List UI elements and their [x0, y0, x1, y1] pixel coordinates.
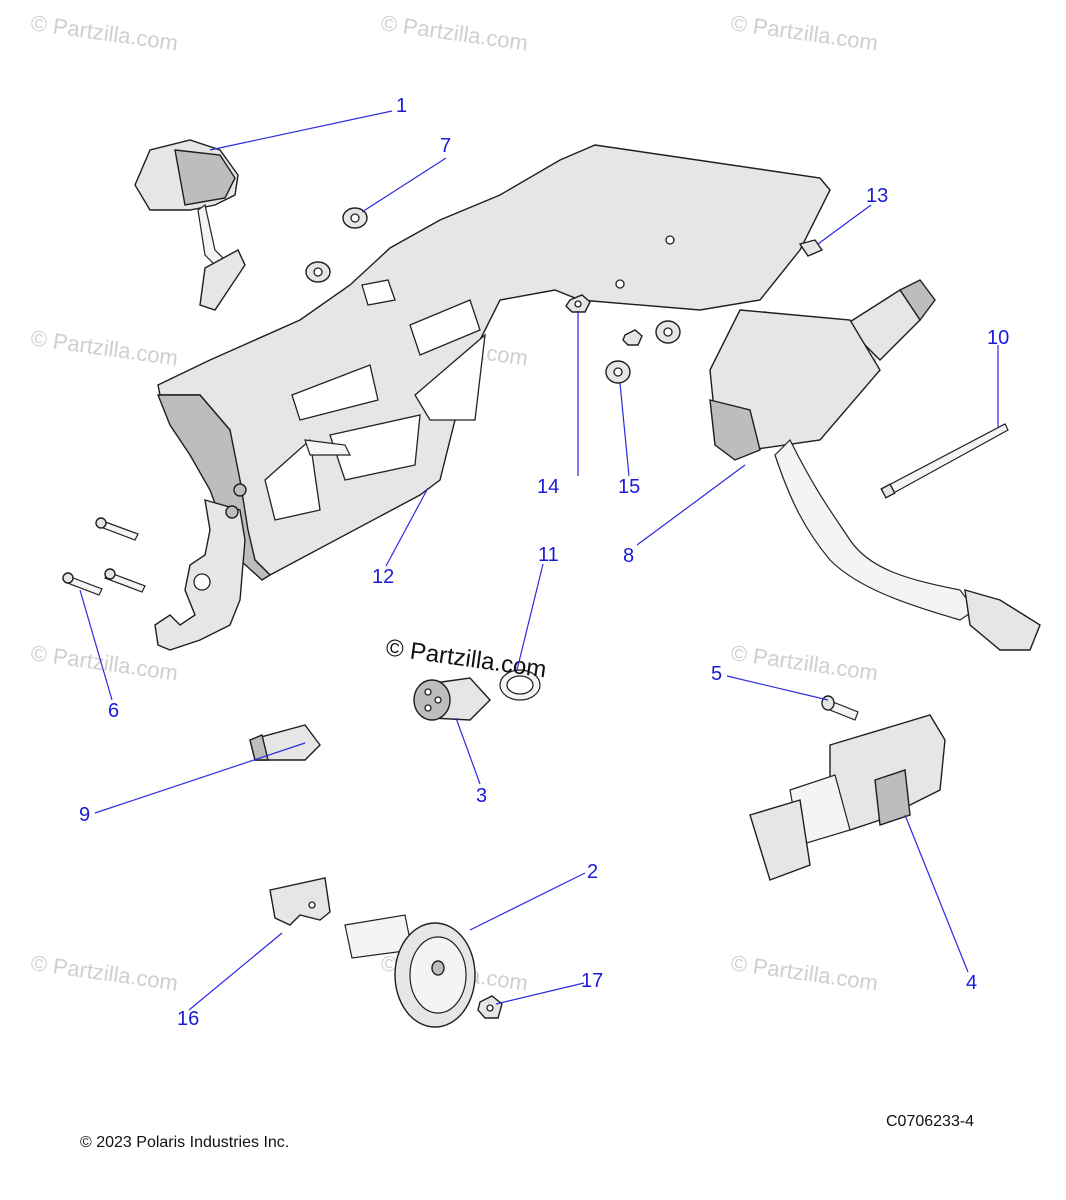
callout-1: 1	[396, 95, 407, 117]
part-2-horn	[344, 914, 476, 1028]
callout-11: 11	[538, 544, 559, 566]
callout-5: 5	[711, 663, 722, 685]
part-17-nut	[477, 995, 503, 1019]
callout-labels: 1 2 3 4 5 6 7 8 9 10 11 12 13 14 15 16 1…	[79, 95, 1009, 1030]
part-8-switch	[709, 279, 1041, 651]
part-1-connector	[134, 139, 246, 311]
callout-9: 9	[79, 804, 90, 826]
callout-2: 2	[587, 861, 598, 883]
callout-8: 8	[623, 545, 634, 567]
callout-4: 4	[966, 972, 977, 994]
watermark: © Partzilla.com	[29, 10, 179, 55]
part-6-bolt	[62, 517, 146, 596]
diagram-code: C0706233-4	[886, 1113, 975, 1130]
callout-14: 14	[537, 476, 559, 498]
callout-7: 7	[440, 135, 451, 157]
leader-lines	[79, 110, 999, 1011]
copyright-notice: © 2023 Polaris Industries Inc.	[80, 1134, 290, 1151]
watermark: © Partzilla.com	[379, 10, 529, 55]
part-10-cable-tie	[880, 423, 1009, 499]
callout-17: 17	[581, 970, 603, 992]
callout-10: 10	[987, 327, 1009, 349]
watermark: © Partzilla.com	[729, 10, 879, 55]
part-12-bracket	[154, 144, 831, 651]
part-4-module	[749, 714, 946, 881]
callout-6: 6	[108, 700, 119, 722]
part-9-terminal	[249, 724, 321, 761]
part-15-washer	[605, 320, 681, 384]
callout-15: 15	[618, 476, 640, 498]
part-7-bushing	[305, 207, 368, 283]
part-3-socket	[413, 677, 491, 721]
callout-12: 12	[372, 566, 394, 588]
part-11-o-ring	[499, 669, 541, 701]
callout-16: 16	[177, 1008, 199, 1030]
watermark: © Partzilla.com	[29, 950, 179, 995]
part-16-clip	[269, 877, 331, 926]
watermark: © Partzilla.com	[29, 640, 179, 685]
part-14-nut	[565, 294, 643, 346]
watermark: © Partzilla.com	[29, 325, 179, 370]
watermark: © Partzilla.com	[729, 640, 879, 685]
callout-3: 3	[476, 785, 487, 807]
callout-13: 13	[866, 185, 888, 207]
watermark: © Partzilla.com	[729, 950, 879, 995]
